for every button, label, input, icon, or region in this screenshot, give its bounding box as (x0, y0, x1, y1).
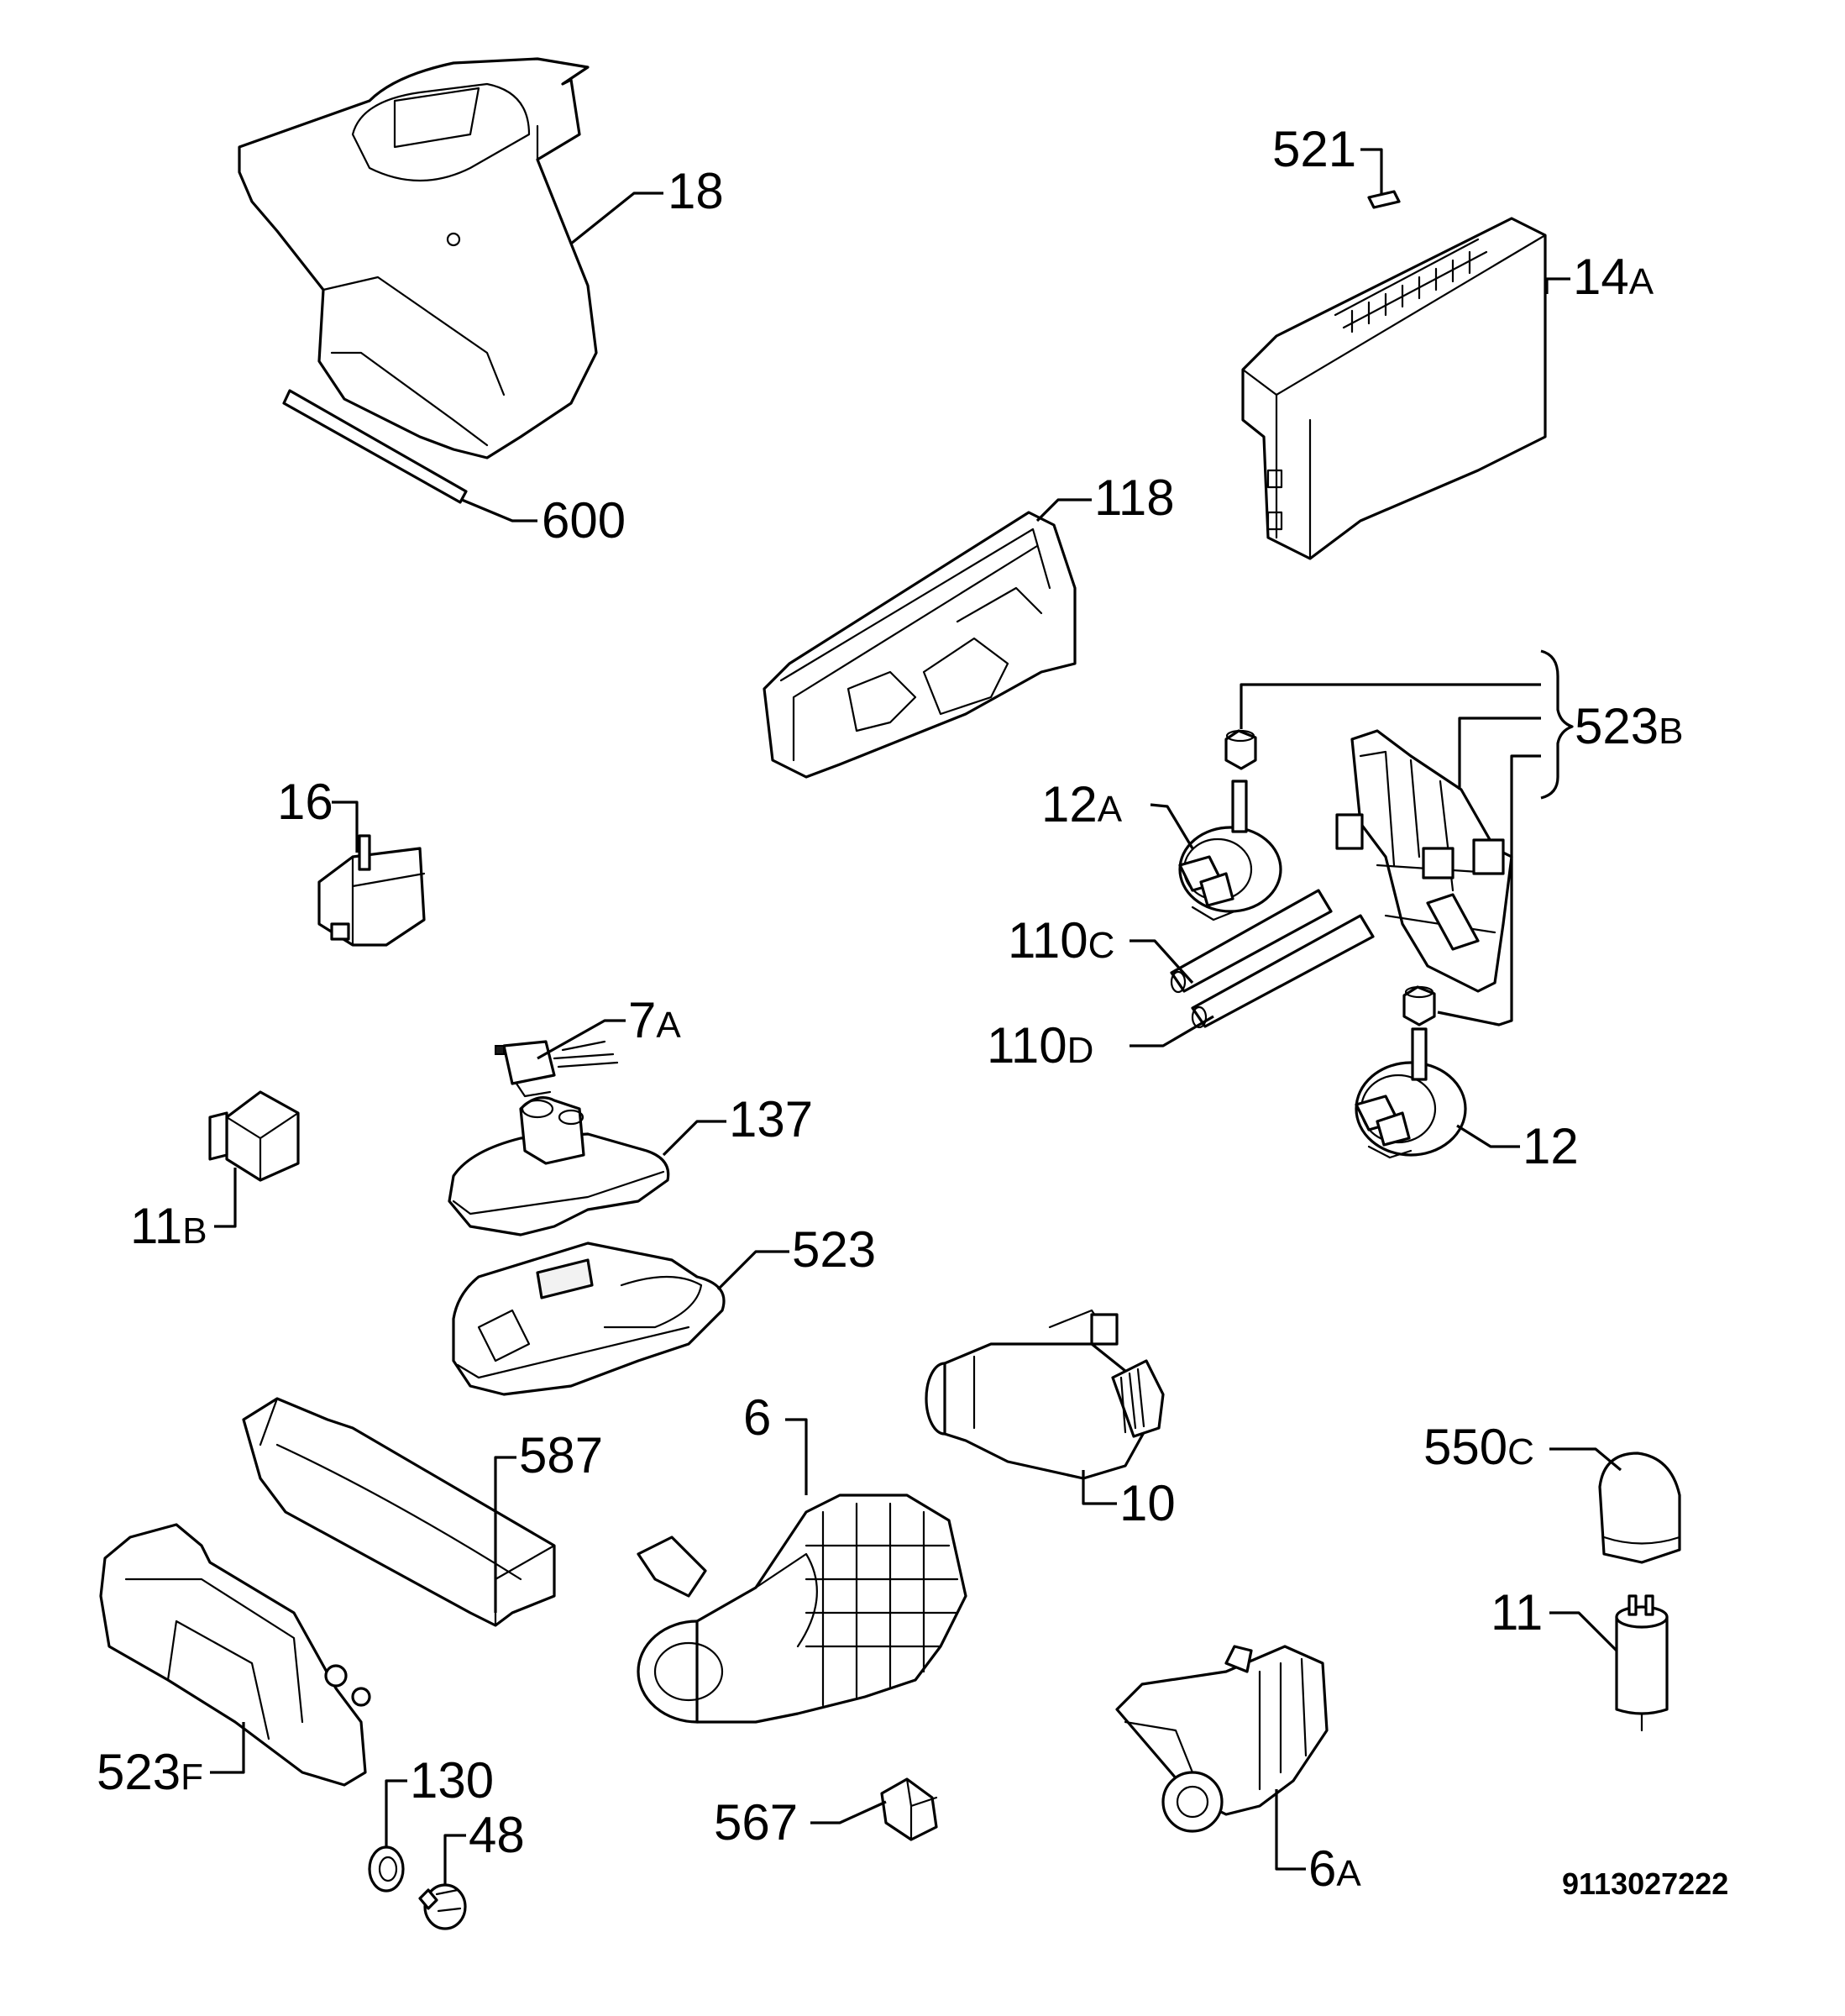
label-523b: 523B (1575, 698, 1684, 754)
label-10: 10 (1119, 1475, 1176, 1531)
label-11b: 11B (130, 1198, 207, 1254)
part-137-cover (448, 1096, 670, 1236)
leader-600 (461, 498, 537, 522)
label-550c: 550C (1423, 1419, 1534, 1475)
part-118-panel-box (763, 511, 1077, 779)
part-11b-relay (208, 1090, 300, 1182)
label-587: 587 (519, 1427, 604, 1483)
leader-110d (1130, 1015, 1214, 1047)
leader-18 (570, 192, 663, 245)
document-number: 9113027222 (1562, 1866, 1729, 1901)
label-600: 600 (542, 492, 626, 549)
part-600-seal-strip (282, 389, 468, 504)
label-521: 521 (1272, 121, 1357, 177)
leader-523b-bracket (1458, 717, 1541, 790)
leader-130 (385, 1779, 407, 1848)
leader-567 (810, 1800, 887, 1824)
label-110d: 110D (987, 1017, 1094, 1074)
part-16-switch (317, 834, 426, 947)
part-587-cover-strip (242, 1397, 556, 1627)
label-12: 12 (1523, 1118, 1579, 1174)
part-567-clip (880, 1777, 938, 1841)
leader-48 (443, 1834, 466, 1886)
part-523b-cap-lower (1402, 985, 1436, 1026)
leader-12 (1456, 1124, 1520, 1148)
label-7a: 7A (628, 992, 681, 1048)
leader-587 (494, 1456, 516, 1613)
part-110d-tube (1191, 914, 1375, 1029)
part-12-pressure-switch (1355, 1027, 1467, 1159)
label-523: 523 (792, 1221, 877, 1278)
part-7a-microswitch (495, 1040, 619, 1098)
brace-523b (1540, 649, 1574, 800)
leader-6 (785, 1418, 808, 1495)
leader-7a (537, 1019, 626, 1060)
label-118: 118 (1094, 470, 1175, 526)
label-130: 130 (410, 1752, 495, 1809)
part-48-plug (418, 1883, 467, 1930)
part-523b-bracket (1335, 729, 1513, 993)
part-550c-cap (1598, 1452, 1681, 1564)
label-6a: 6A (1308, 1840, 1361, 1897)
part-523b-cap-upper (1224, 729, 1257, 770)
label-16: 16 (277, 774, 333, 830)
part-521-clip (1367, 190, 1401, 209)
part-14a-control-module (1241, 217, 1547, 560)
leader-10 (1082, 1470, 1117, 1505)
label-12a: 12A (1041, 776, 1123, 832)
leader-110c (1130, 939, 1194, 984)
leader-6a (1275, 1789, 1306, 1871)
part-12a-pressure-switch (1178, 780, 1282, 921)
leader-12a (1150, 803, 1194, 849)
part-11-capacitor (1615, 1594, 1669, 1732)
leader-14a (1545, 277, 1570, 294)
part-6-circulation-pump (637, 1494, 967, 1724)
leader-523 (716, 1250, 789, 1291)
leader-523b-lower-cap (1437, 754, 1541, 1026)
leader-16 (332, 801, 359, 853)
part-18-duct-housing (238, 57, 598, 459)
label-14a: 14A (1573, 249, 1654, 305)
label-6: 6 (743, 1389, 772, 1446)
part-6a-drain-pump (1115, 1645, 1329, 1833)
label-523f: 523F (97, 1744, 203, 1800)
label-110c: 110C (1008, 912, 1115, 969)
leader-137 (662, 1120, 726, 1157)
leader-523f (210, 1722, 245, 1774)
part-10-valve (925, 1309, 1165, 1480)
leader-521 (1360, 148, 1383, 195)
label-18: 18 (668, 163, 724, 219)
leader-118 (1035, 498, 1092, 522)
leader-523b-cap (1240, 683, 1541, 729)
label-11: 11 (1491, 1584, 1544, 1641)
label-567: 567 (714, 1794, 799, 1851)
label-48: 48 (469, 1807, 525, 1863)
part-523-sensor-housing (452, 1242, 726, 1396)
label-137: 137 (729, 1091, 814, 1147)
leader-11b (214, 1168, 237, 1228)
part-130-ring (368, 1845, 405, 1893)
part-523f-frame (99, 1523, 371, 1787)
leader-550c (1549, 1447, 1622, 1472)
leader-11 (1549, 1611, 1618, 1652)
part-110c-tube (1170, 889, 1333, 994)
